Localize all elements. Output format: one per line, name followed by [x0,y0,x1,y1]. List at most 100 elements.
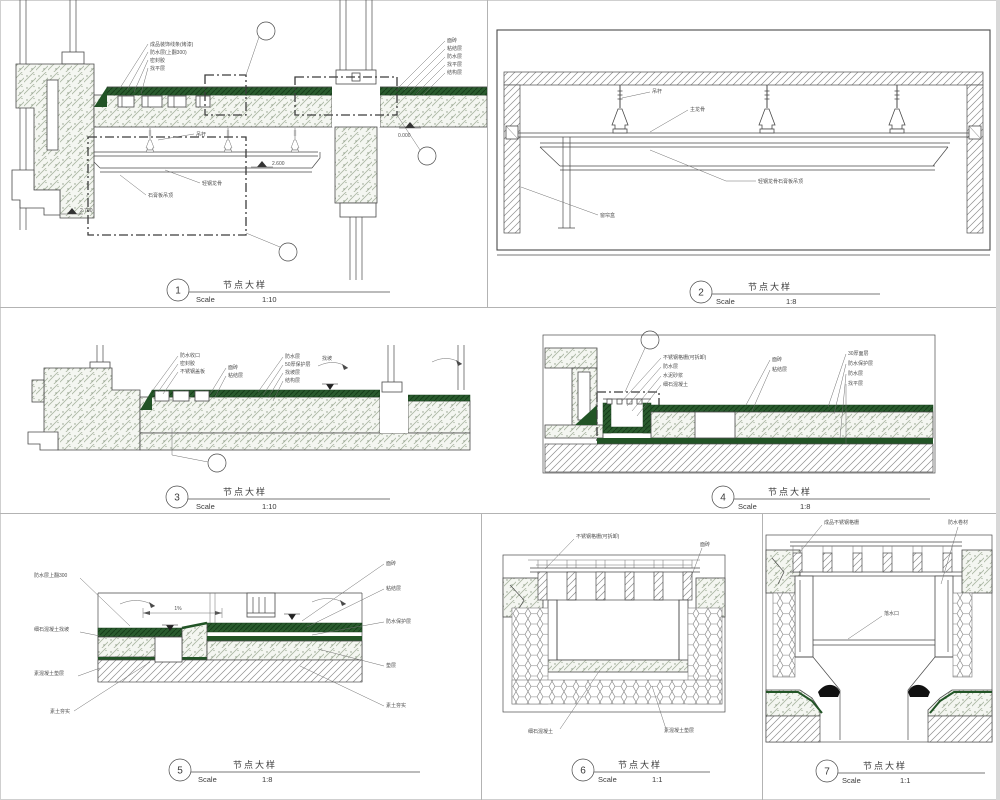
detail-title: 节点大样 [233,759,277,770]
column-separator [481,514,482,800]
annotation: 成品装饰线条(烤漆) [150,41,194,48]
grating-and-slabs [765,541,993,594]
annotation: 30厚面层 [848,351,869,357]
floor-build-up [544,404,934,473]
column-separator [762,514,763,800]
panel-6-title: 6 节点大样 Scale 1:1 [571,758,710,784]
detail-title: 节点大样 [618,759,662,770]
annotation: 不锈钢格栅(可拆卸) [576,533,620,540]
annotations: 防水收口 密封胶 不锈钢盖板 面砖 粘结层 防水层 50厚保护层 找坡层 结构层 [152,352,311,473]
panel-5-drawing: 1% 防水层上翻300 细石混凝土找坡 素混凝土垫层 素土夯实 面砖 粘结层 防… [34,560,420,784]
annotation: 素土夯实 [50,708,70,715]
detail-number: 2 [698,288,704,299]
detail-title: 节点大样 [863,760,907,771]
scale-value: 1:10 [262,295,277,304]
annotation: 细石混凝土找坡 [34,626,69,633]
level-text: 2.600 [272,161,285,167]
mullion-and-column [332,0,380,280]
slope-dimension: 1% [174,606,182,612]
scale-value: 1:8 [786,297,796,306]
scale-value: 1:8 [262,775,272,784]
suspended-ceiling: 2.600 [93,127,321,173]
annotation: 成品不锈钢格栅 [824,519,859,526]
scale-value: 1:1 [652,775,662,784]
scale-value: 1:8 [800,502,810,511]
annotation: 面砖 [386,560,396,567]
panel-1-title: 1 节点大样 Scale 1:10 [166,278,390,304]
annotation: 粘结层 [772,366,787,373]
panel-5-title: 5 节点大样 Scale 1:8 [168,758,420,784]
roof-build-up [139,345,471,451]
annotations: 成品装饰线条(烤漆) 防水层(上翻300) 密封胶 找平层 面砖 粘结层 防水层… [119,37,462,199]
annotation: 垫层 [386,662,396,669]
detail-title: 节点大样 [768,486,812,497]
annotation: 轻钢龙骨石膏板吊顶 [758,178,803,185]
annotation: 防水层上翻300 [34,572,68,579]
detail-title: 节点大样 [223,279,267,290]
annotations: 吊杆 主龙骨 轻钢龙骨石膏板吊顶 窗帘盒 [520,88,803,219]
panel-3-title: 3 节点大样 Scale 1:10 [165,485,390,511]
ceiling-grid [505,84,982,229]
annotations: 防水层上翻300 细石混凝土找坡 素混凝土垫层 素土夯实 面砖 粘结层 防水保护… [34,560,411,715]
panel-6-drawing: 不锈钢格栅(可拆卸) 面砖 细石混凝土 素混凝土垫层 6 节点大样 Scale … [502,533,726,784]
annotation: 防水保护层 [386,618,411,625]
annotation: 轻钢龙骨 [202,180,222,187]
annotation: 素混凝土垫层 [664,727,694,734]
annotation: 找平层 [150,65,165,72]
panel-7-title: 7 节点大样 Scale 1:1 [815,759,985,785]
roof-slab [93,86,487,128]
annotation: 防水层 [663,363,678,370]
annotation: 粘结层 [447,45,462,52]
annotation: 素土夯实 [386,702,406,709]
scale-label: Scale [842,776,861,785]
annotation: 面砖 [700,541,710,548]
annotation: 防水收口 [180,352,200,359]
panel-4-title: 4 节点大样 Scale 1:8 [711,485,930,511]
scale-label: Scale [196,295,215,304]
detail-callouts: 0.000 [87,21,437,262]
detail-title: 节点大样 [748,281,792,292]
annotation: 粘结层 [228,372,243,379]
annotation: 主龙骨 [690,106,705,113]
annotation: 吊杆 [196,131,206,138]
scale-label: Scale [196,502,215,511]
annotation: 防水卷材 [948,519,968,526]
annotation: 找平层 [447,61,462,68]
level-text: 0.000 [398,133,411,139]
panel-1-drawing: 2.700 2.600 [11,0,487,304]
annotation: 面砖 [228,364,238,371]
annotation: 防水保护层 [848,360,873,367]
window-frame-lines [19,0,85,230]
row-separator [0,307,1000,308]
annotations: 成品不锈钢格栅 防水卷材 落水口 [799,519,968,640]
annotation: 不锈钢格栅(可拆卸) [663,354,707,361]
annotations: 不锈钢格栅(可拆卸) 面砖 细石混凝土 素混凝土垫层 [528,533,710,735]
scale-label: Scale [598,775,617,784]
channel [511,599,723,705]
level-text: 2.700 [80,208,93,214]
annotation: 防水层(上翻300) [150,49,187,56]
detail-number: 3 [174,493,180,504]
drawing-border [542,334,936,474]
wall-and-trench [544,330,660,455]
detail-number: 4 [720,493,726,504]
annotation: 落水口 [884,610,899,617]
annotation: 结构层 [285,377,300,384]
panel-2-drawing: 吊杆 主龙骨 轻钢龙骨石膏板吊顶 窗帘盒 2 节点大样 Scale 1:8 [496,29,991,306]
room-shell [496,29,991,256]
drawing-border [502,554,726,713]
panel-2-title: 2 节点大样 Scale 1:8 [689,280,880,306]
scale-value: 1:1 [900,776,910,785]
annotation: 防水层 [848,370,863,377]
scale-value: 1:10 [262,502,277,511]
annotation: 面砖 [447,37,457,44]
detail-number: 6 [580,766,586,777]
annotation: 找坡层 [285,369,300,376]
annotation: 素混凝土垫层 [34,670,64,677]
annotation: 水泥砂浆 [663,372,683,379]
slope-arrows: 找坡 [317,355,463,370]
panel-7-drawing: 成品不锈钢格栅 防水卷材 落水口 7 节点大样 Scale 1:1 [765,519,993,785]
annotation: 细石混凝土 [663,381,688,388]
annotation: 窗帘盒 [600,212,615,219]
